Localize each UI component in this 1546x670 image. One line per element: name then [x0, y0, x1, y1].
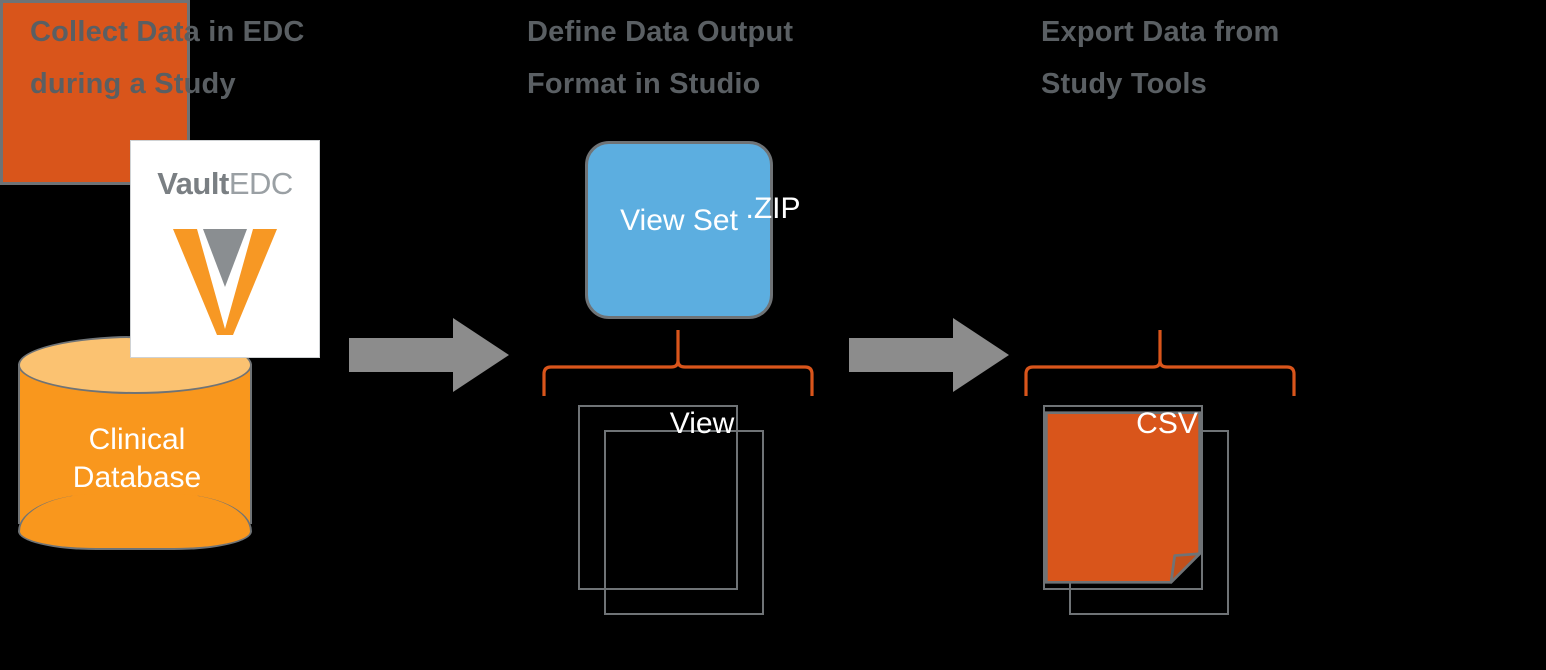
- clinical-database-cylinder: Clinical Database: [18, 336, 256, 552]
- view-sheet-front: [578, 405, 738, 590]
- vault-wordmark-bold: Vault: [157, 166, 229, 201]
- vault-wordmark-light: EDC: [228, 166, 293, 201]
- clinical-database-label: Clinical Database: [72, 423, 202, 494]
- view-set-box: View Set: [585, 141, 773, 319]
- view-label: View: [669, 407, 735, 440]
- csv-sheet-front-shape-icon: [1043, 405, 1203, 590]
- vault-edc-card: VaultEDC: [130, 140, 320, 358]
- csv-label: CSV: [1136, 407, 1198, 440]
- zip-to-csv-bracket: [1024, 330, 1296, 396]
- vault-edc-wordmark: VaultEDC: [131, 167, 319, 201]
- csv-card-stack: CSV: [1043, 405, 1291, 655]
- stage-heading-define-output: Define Data Output Format in Studio: [527, 16, 794, 100]
- arrow-stage1-to-stage2-icon: [349, 318, 509, 392]
- cylinder-bottom-cap: [18, 494, 252, 550]
- veeva-vault-v-mark-icon: [173, 229, 277, 335]
- view-set-to-views-bracket: [542, 330, 814, 396]
- arrow-stage2-to-stage3-icon: [849, 318, 1009, 392]
- stage-heading-export-data: Export Data from Study Tools: [1041, 16, 1280, 100]
- view-set-label: View Set: [620, 204, 738, 237]
- view-card-stack: View: [578, 405, 826, 655]
- view-sheet-back-2: [604, 430, 764, 615]
- stage-heading-collect-data: Collect Data in EDC during a Study: [30, 16, 305, 100]
- zip-label: .ZIP: [745, 192, 801, 225]
